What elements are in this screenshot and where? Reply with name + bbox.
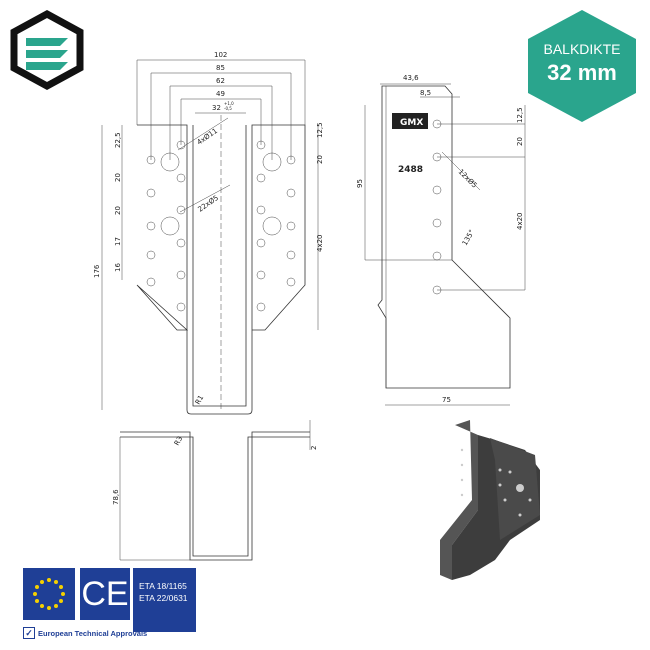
checkbox-icon: ✓ [23, 627, 35, 639]
brand-logo [10, 10, 84, 90]
dim-75: 75 [442, 396, 451, 404]
side-holes [432, 119, 442, 295]
left-spacing-1: 22,5 [114, 132, 122, 148]
approval-label: European Technical Approvals [38, 628, 148, 638]
thickness-2: 2 [310, 446, 318, 450]
side-spacing-3: 4x20 [516, 212, 524, 230]
right-spacing-3: 4x20 [316, 234, 324, 252]
dim-95: 95 [356, 179, 364, 188]
side-holes-label: 12xØ5 [457, 168, 479, 190]
angle-135: 135° [461, 228, 476, 247]
dim-85: 85 [216, 64, 225, 72]
dim-62: 62 [216, 77, 225, 85]
dim-78-6: 78,6 [112, 489, 120, 505]
product-render [440, 420, 540, 580]
ce-mark: CE [80, 568, 130, 620]
bottom-view: 78,6 R3 2 [112, 420, 318, 561]
side-view: 43,6 8,5 95 12,5 20 4x20 12xØ5 135° 75 G… [356, 74, 526, 406]
dim-32: 32 [212, 104, 221, 112]
right-spacing-1: 12,5 [316, 122, 324, 138]
holes-large-label: 4xØ11 [196, 127, 219, 147]
left-spacing-2: 20 [114, 173, 122, 182]
approval-note: ✓ European Technical Approvals [23, 627, 147, 639]
eu-stars-icon [33, 578, 65, 610]
eta-2: ETA 22/0631 [139, 593, 188, 603]
stamp-brand: GMX [400, 118, 423, 128]
left-spacing-5: 16 [114, 263, 122, 272]
dim-49: 49 [216, 90, 225, 98]
badge-value: 32 mm [547, 60, 617, 85]
tol-32-lower: -0,5 [224, 106, 232, 111]
right-spacing-2: 20 [316, 155, 324, 164]
eta-badge: ETA 18/1165 ETA 22/0631 [133, 568, 196, 632]
left-spacing-3: 20 [114, 206, 122, 215]
badge-label: BALKDIKTE [543, 41, 621, 57]
dim-43-6: 43,6 [403, 74, 419, 82]
front-holes [146, 140, 296, 312]
eta-1: ETA 18/1165 [139, 581, 187, 591]
radius-r3: R3 [173, 435, 185, 447]
dim-8-5: 8,5 [420, 89, 431, 97]
side-spacing-2: 20 [516, 137, 524, 146]
height-176: 176 [93, 264, 101, 278]
side-spacing-1: 12,5 [516, 107, 524, 123]
front-view: 102 85 62 49 32 +1,0 -0,5 4xØ11 22xØ5 22… [93, 51, 324, 415]
dim-102: 102 [214, 51, 227, 59]
stamp-code: 2488 [398, 165, 423, 175]
beam-thickness-badge: BALKDIKTE 32 mm [524, 8, 640, 124]
tol-32-upper: +1,0 [224, 101, 234, 106]
radius-r1: R1 [194, 394, 206, 406]
eu-flag-badge [23, 568, 75, 620]
left-spacing-4: 17 [114, 237, 122, 246]
